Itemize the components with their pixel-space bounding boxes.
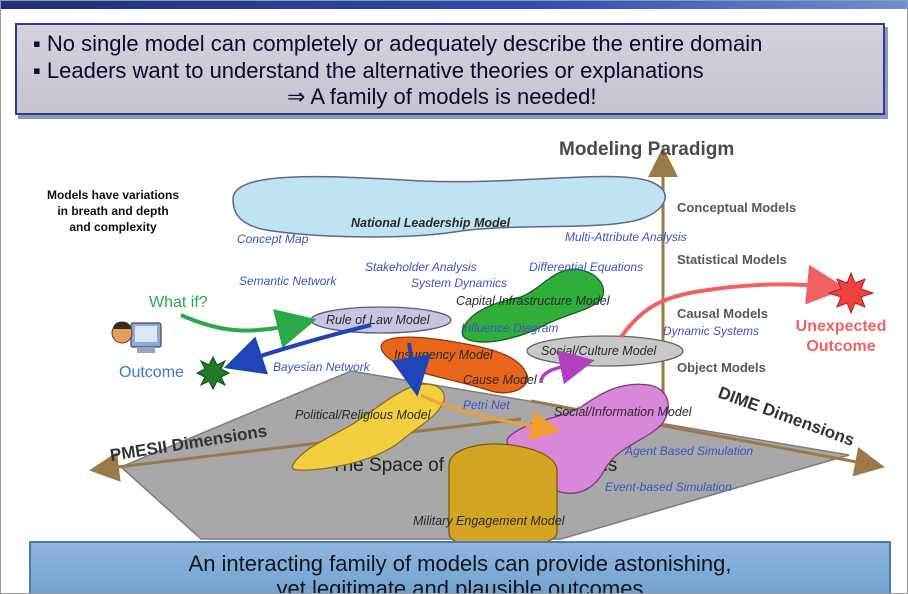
what-if-arrow <box>180 309 317 349</box>
technique-petri-net: Petri Net <box>463 398 510 412</box>
person-computer-icon <box>111 321 162 353</box>
technique-agent-based-simulation: Agent Based Simulation <box>624 444 753 458</box>
model-family-diagram: The Space of PMESII Interactions Modelin… <box>47 139 887 549</box>
key-points-box: ▪ No single model can completely or adeq… <box>15 23 885 115</box>
outcome-arrow <box>223 323 372 375</box>
technique-stakeholder-analysis: Stakeholder Analysis <box>365 260 477 274</box>
red-starburst-icon <box>827 271 875 315</box>
paradigm-causal: Causal Models <box>677 306 768 321</box>
political-religious-model-label: Political/Religious Model <box>295 408 432 422</box>
what-if-label: What if? <box>149 294 208 311</box>
purple-arrow <box>539 349 595 385</box>
technique-system-dynamics: System Dynamics <box>411 276 507 290</box>
technique-event-based-simulation: Event-based Simulation <box>605 480 732 494</box>
social-information-model-label: Social/Information Model <box>554 405 693 419</box>
starburst-icon <box>195 355 231 391</box>
rule-of-law-model-label: Rule of Law Model <box>326 313 431 327</box>
conclusion-line: ⇒ A family of models is needed! <box>287 84 597 109</box>
national-leadership-model-label: National Leadership Model <box>351 216 511 230</box>
key-point-1: ▪ No single model can completely or adeq… <box>33 31 763 56</box>
technique-dynamic-systems: Dynamic Systems <box>663 324 759 338</box>
axis-modeling-paradigm: Modeling Paradigm <box>559 139 734 160</box>
technique-semantic-network: Semantic Network <box>239 274 337 288</box>
conclusion-line-2: yet legitimate and plausible outcomes <box>276 576 644 594</box>
outcome-label: Outcome <box>119 364 184 381</box>
side-note-line-2: in breath and depth <box>57 204 168 218</box>
technique-multi-attribute: Multi-Attribute Analysis <box>565 230 687 244</box>
conclusion-box: An interacting family of models can prov… <box>29 541 891 594</box>
down-arrow <box>391 342 432 397</box>
military-engagement-model-label: Military Engagement Model <box>413 514 566 528</box>
title-bar-strip <box>1 1 907 9</box>
technique-bayesian-network: Bayesian Network <box>273 360 371 374</box>
side-note-line-3: and complexity <box>69 220 157 234</box>
capital-infrastructure-model-shape <box>461 268 605 343</box>
social-culture-model-label: Social/Culture Model <box>541 344 658 358</box>
paradigm-object: Object Models <box>677 360 766 375</box>
unexpected-outcome-arrow <box>619 264 847 339</box>
technique-differential-equations: Differential Equations <box>529 260 643 274</box>
national-leadership-model-shape <box>232 175 666 238</box>
key-point-2: ▪ Leaders want to understand the alterna… <box>33 58 704 83</box>
technique-concept-map: Concept Map <box>237 232 309 246</box>
orange-arrow <box>420 393 561 441</box>
cause-model-label: Cause Model <box>463 373 538 387</box>
capital-infrastructure-model-label: Capital Infrastructure Model <box>456 294 611 308</box>
conclusion-line-1: An interacting family of models can prov… <box>188 551 732 576</box>
paradigm-statistical: Statistical Models <box>677 252 787 267</box>
unexpected-outcome-label-1: Unexpected <box>796 318 887 335</box>
unexpected-outcome-label-2: Outcome <box>806 338 875 355</box>
technique-influence-diagram: Influence Diagram <box>461 321 558 335</box>
paradigm-conceptual: Conceptual Models <box>677 200 796 215</box>
military-engagement-model-shape <box>448 443 558 549</box>
side-note-line-1: Models have variations <box>47 188 179 202</box>
left-axis <box>89 417 522 482</box>
